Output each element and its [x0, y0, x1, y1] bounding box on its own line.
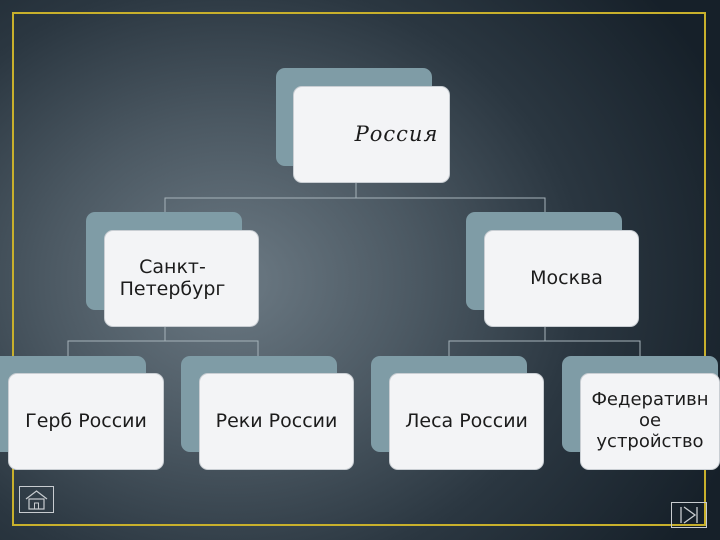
connector-moscow-lesa [448, 327, 546, 356]
skip-to-end-button[interactable] [671, 502, 707, 528]
slide-frame [12, 12, 706, 526]
skip-to-end-icon [680, 506, 698, 524]
connector-root-spb [164, 183, 357, 212]
node-reki-label: Реки России [199, 373, 354, 470]
connector-spb-gerb [67, 327, 166, 356]
connector-spb-reki [165, 340, 259, 356]
node-fed-label: Федеративн ое устройство [580, 373, 720, 470]
node-lesa-label: Леса России [389, 373, 544, 470]
home-button[interactable] [19, 486, 54, 513]
connector-moscow-fed [545, 340, 641, 356]
node-spb-label: Санкт- Петербург [104, 230, 259, 327]
connector-root-moscow [356, 197, 546, 212]
node-root-label: Россия [293, 86, 450, 183]
home-icon [25, 490, 48, 510]
node-moscow-label: Москва [484, 230, 639, 327]
node-gerb-label: Герб России [8, 373, 164, 470]
